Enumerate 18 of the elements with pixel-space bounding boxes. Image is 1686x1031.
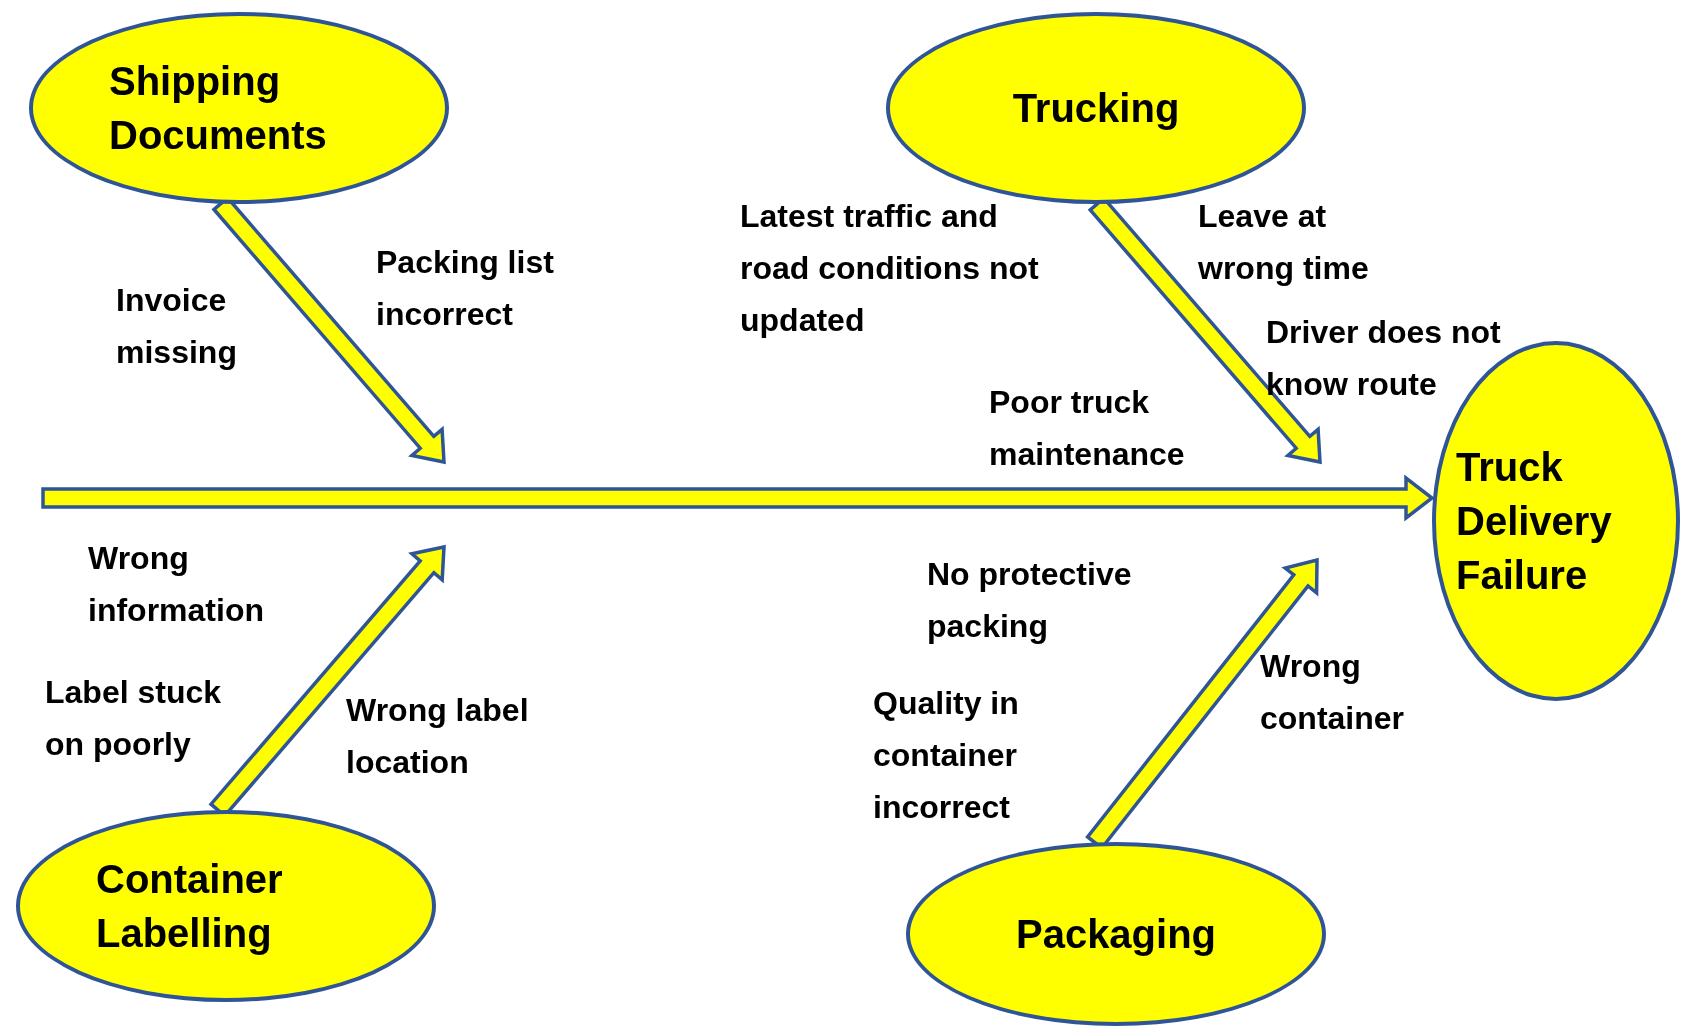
category-title: Truck Delivery Failure <box>1456 444 1613 599</box>
cause-label: Wrong information <box>88 539 265 630</box>
cause-label: Poor truck maintenance <box>989 383 1186 474</box>
category-title: Shipping Documents <box>109 58 328 159</box>
category-title: Container Labelling <box>96 856 284 957</box>
cause-label: Wrong container <box>1260 647 1406 738</box>
cause-label: No protective packing <box>927 555 1133 646</box>
cause-label: Latest traffic and road conditions not updated <box>740 197 1040 340</box>
category-title: Packaging <box>1015 911 1217 958</box>
cause-label: Invoice missing <box>116 281 238 372</box>
cause-label: Packing list incorrect <box>376 243 555 334</box>
arrow <box>41 474 1435 522</box>
cause-label: Driver does not know route <box>1266 313 1502 404</box>
cause-label: Label stuck on poorly <box>45 673 223 764</box>
cause-label: Wrong label location <box>346 691 530 782</box>
cause-label: Leave at wrong time <box>1198 197 1370 288</box>
category-title: Trucking <box>1012 85 1180 132</box>
cause-label: Quality in container incorrect <box>873 684 1020 827</box>
